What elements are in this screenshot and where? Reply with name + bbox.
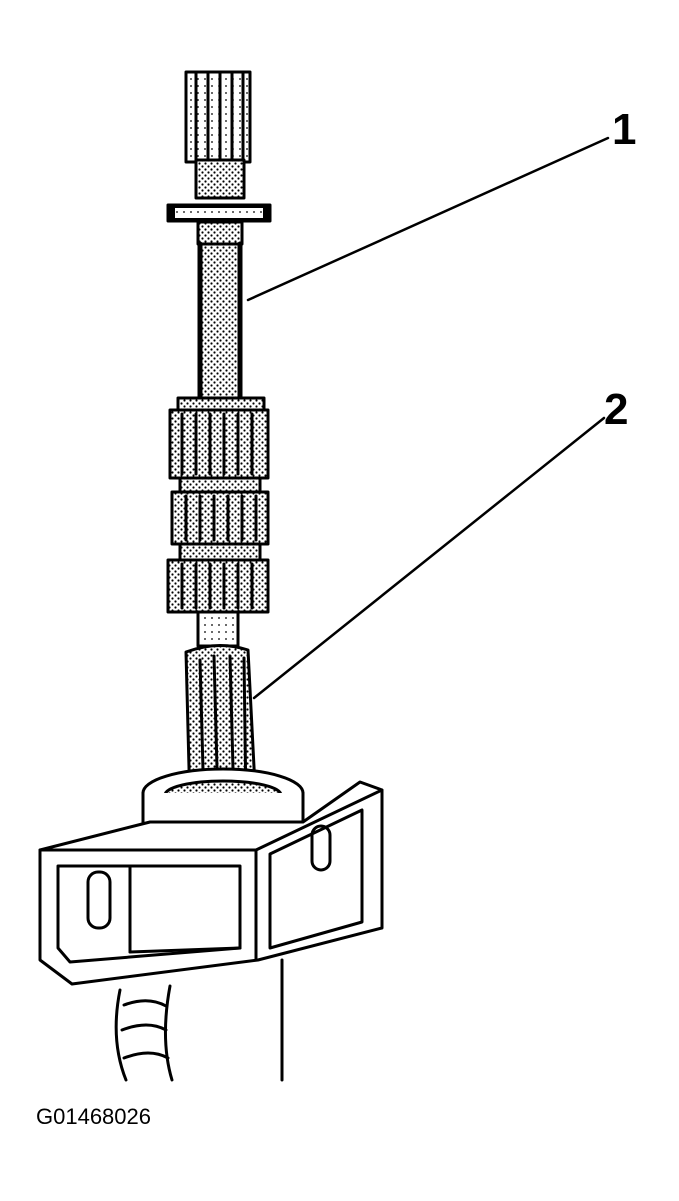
output-shaft — [184, 643, 258, 808]
fixture-base — [38, 780, 384, 986]
callout-1: 1 — [612, 105, 637, 154]
callout-2: 2 — [604, 385, 629, 434]
figure-id: G01468026 — [36, 1104, 151, 1129]
spline-shaft-top — [184, 70, 252, 200]
leader-line-2 — [252, 416, 606, 700]
collar — [196, 220, 244, 246]
washer — [166, 203, 272, 223]
vise-support — [114, 958, 284, 1082]
gear-stack — [166, 396, 270, 614]
leader-line-1 — [246, 136, 610, 302]
threaded-rod — [197, 241, 243, 401]
shaft-neck — [196, 610, 240, 648]
